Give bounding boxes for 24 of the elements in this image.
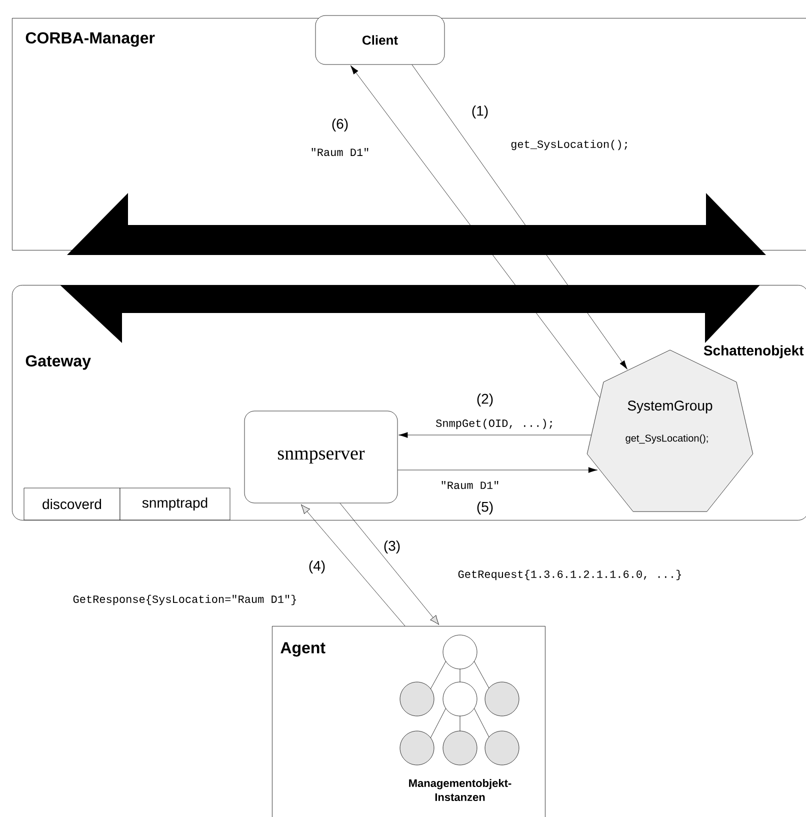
arrow [340,503,440,625]
arrow [398,432,592,438]
code-label: SnmpGet(OID, ...); [436,418,552,430]
process-cell: snmptrapd [120,488,230,520]
process-box: Client [315,15,445,65]
edge-label: (4) [309,560,325,574]
arrow [412,64,628,370]
code-label: GetRequest{1.3.6.1.2.1.1.6.0, ...} [458,570,681,580]
agent-box: Agent Managementobjekt- Instanzen [272,626,546,817]
code-label: GetResponse{SysLocation="Raum D1"} [73,594,296,606]
arrow [350,65,600,398]
code-label: get_SysLocation(); [511,140,627,150]
arrow [398,467,598,473]
code-label: "Raum D1" [312,148,368,156]
edge-label: (2) [477,393,493,407]
process-cell: discoverd [24,488,120,520]
edge-label: (6) [332,118,348,132]
edge-label: (1) [472,105,488,119]
edge-label: (5) [477,501,493,515]
code-label: "Raum D1" [442,480,498,490]
edge-label: (3) [384,540,400,554]
arrow [300,504,406,626]
process-box: snmpserver [244,410,398,504]
shadow-object-polygon: Schattenobjekt SystemGroup get_SysLocation(); [586,345,804,512]
